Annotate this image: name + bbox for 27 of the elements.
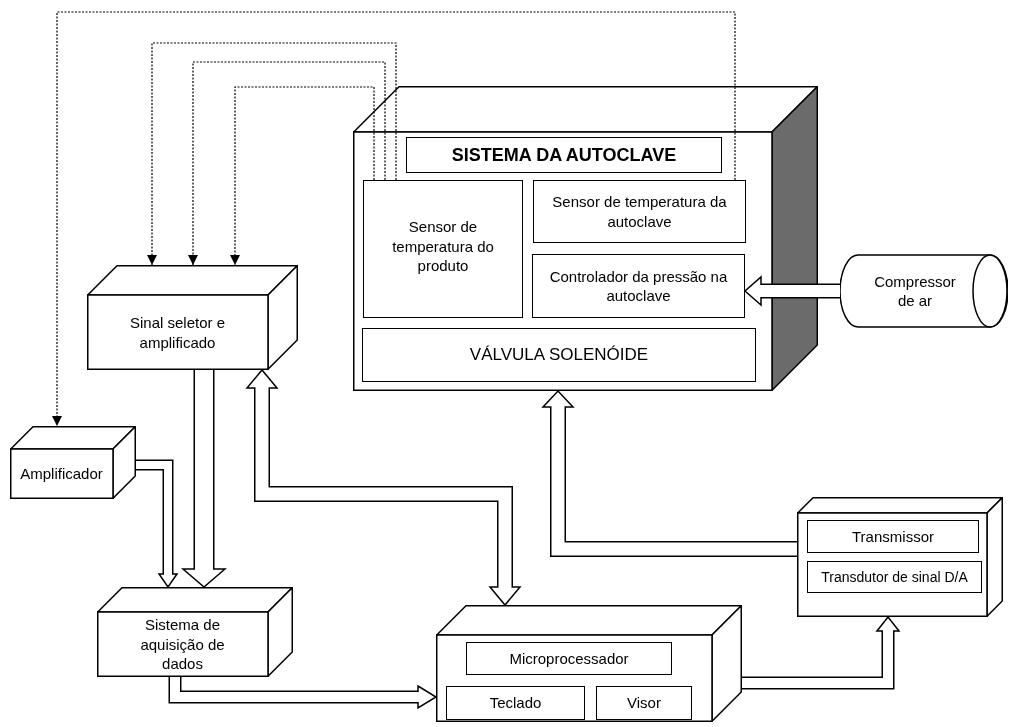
node-label: Controlador da pressão na autoclave (548, 266, 729, 306)
dotted-arrow (188, 61, 386, 266)
node-label: Visor (627, 693, 661, 713)
dotted-arrow (147, 42, 397, 266)
node-label: Compressor de ar (873, 271, 957, 311)
title-label: SISTEMA DA AUTOCLAVE (406, 137, 722, 173)
component-box (466, 642, 672, 675)
component-box (362, 328, 756, 382)
node-label: Microprocessador (509, 648, 629, 669)
component-box (533, 180, 746, 243)
component-box (532, 254, 745, 318)
node-label: Teclado (489, 693, 542, 713)
node-label: Transmissor (852, 526, 934, 547)
dotted-arrow (52, 11, 736, 427)
dotted-arrow (230, 86, 375, 266)
node-label: Amplificador (20, 464, 103, 484)
component-box (446, 686, 585, 720)
component-box (363, 180, 523, 318)
component-box (807, 561, 982, 593)
node-label: Sinal seletor e amplificado (128, 313, 227, 352)
component-box (596, 686, 692, 720)
node-label: Transdutor de sinal D/A (821, 567, 968, 587)
component-box (807, 520, 979, 553)
node-label: Sistema de aquisição de dados (139, 615, 226, 674)
node-label: Sensor de temperatura do produto (391, 217, 495, 276)
node-label: Sensor de temperatura da autoclave (551, 192, 728, 231)
node-label: VÁLVULA SOLENÓIDE (469, 343, 649, 366)
